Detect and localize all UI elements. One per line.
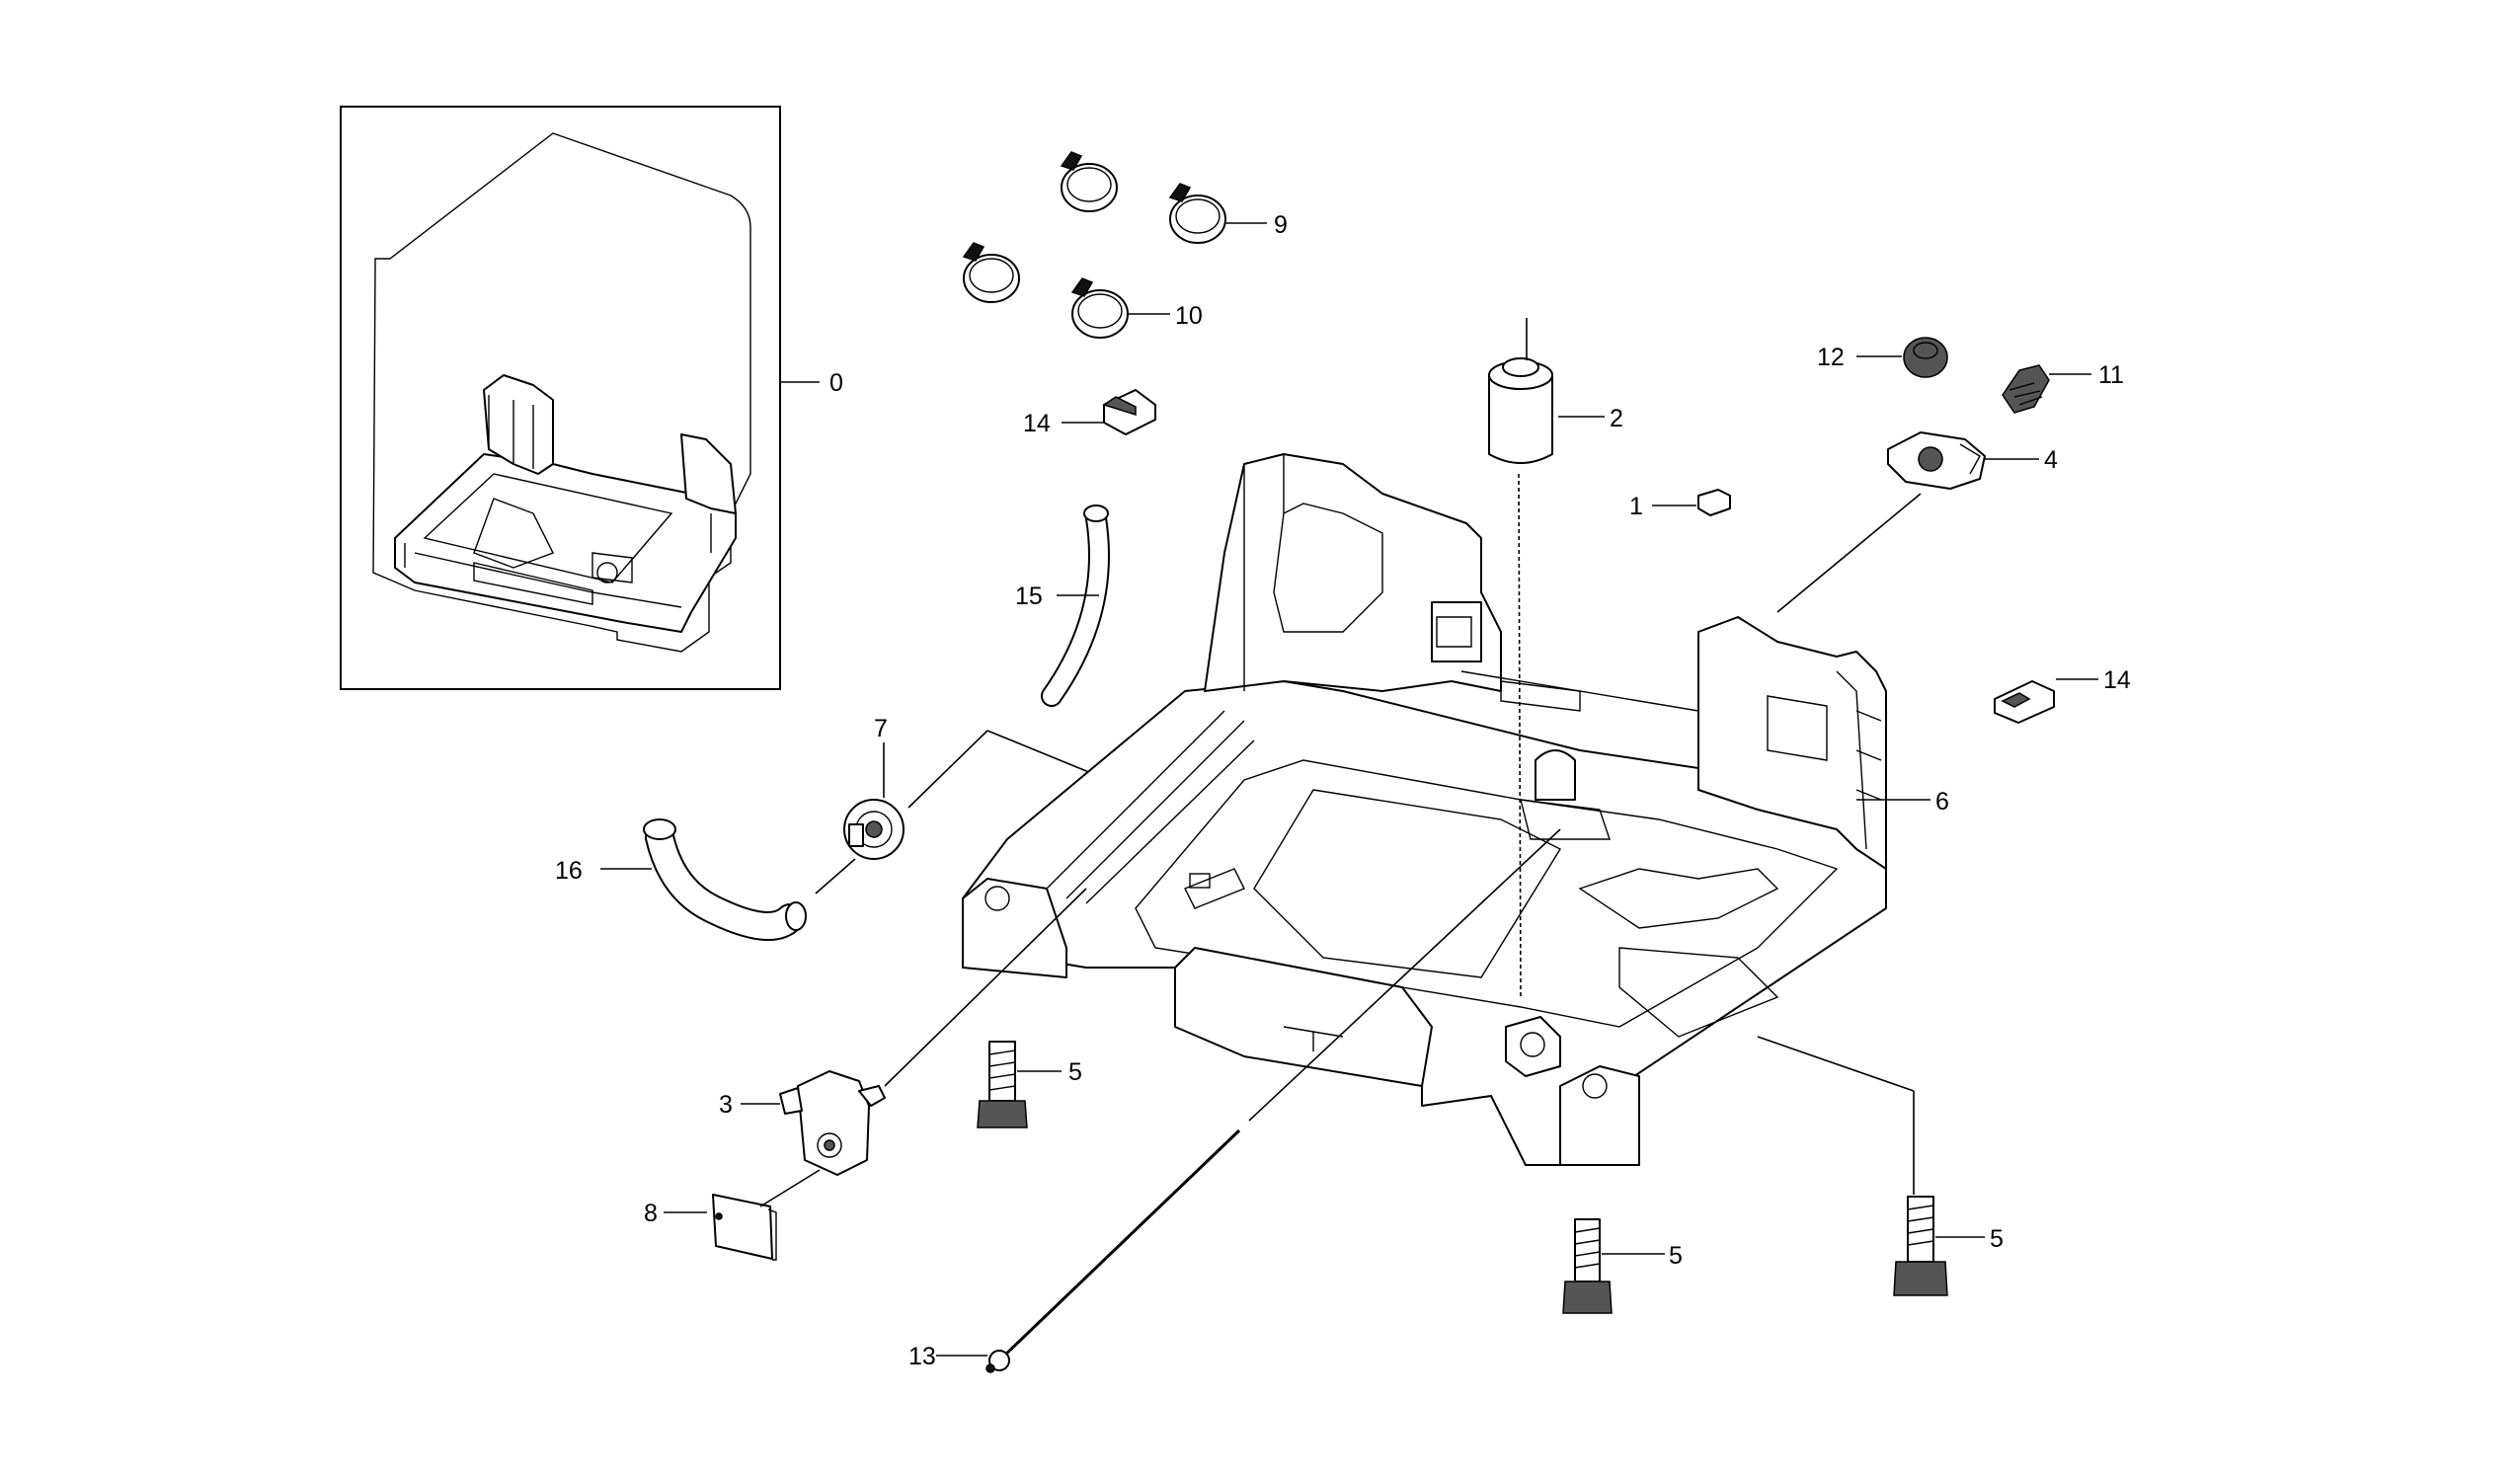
callout-3: 3 [719,1091,733,1119]
callout-5-b: 5 [1669,1242,1683,1270]
part-1 [1697,489,1731,516]
bolt-5-a [977,1041,1028,1128]
inlet-valve-3 [779,1070,886,1176]
callout-15: 15 [1015,583,1043,610]
callout-2: 2 [1610,405,1623,432]
callout-14-right: 14 [2103,666,2131,694]
clip-14-right [1994,680,2055,724]
callout-8: 8 [644,1200,658,1227]
callout-10: 10 [1175,302,1203,330]
gear-12 [1903,337,1948,378]
callout-11: 11 [2098,361,2124,389]
sensor-2 [1488,318,1553,464]
callout-12: 12 [1817,344,1845,371]
rod-13 [985,1128,1241,1373]
clip-14-top [1102,389,1156,435]
housing-4 [1887,431,1986,490]
plate-8 [712,1194,777,1261]
hose-15 [1041,505,1110,707]
callout-6: 6 [1935,788,1949,816]
hose-16 [643,818,807,941]
callout-4: 4 [2044,446,2058,474]
callout-14-top: 14 [1023,410,1051,437]
callout-7: 7 [874,715,888,742]
callout-9: 9 [1274,211,1288,239]
valve-7 [843,799,905,860]
callout-0: 0 [829,369,843,397]
assembly-inset [340,106,781,690]
callout-5-a: 5 [1068,1058,1082,1086]
spring-11 [2002,364,2050,414]
callout-13: 13 [908,1343,936,1370]
callout-16: 16 [555,857,583,885]
bolt-5-b [1562,1218,1613,1314]
callout-1: 1 [1629,493,1643,520]
base-tray-6 [962,453,1887,1166]
hose-clamps [962,151,1226,339]
callout-5-c: 5 [1990,1225,2004,1253]
bolt-5-c [1893,1196,1948,1296]
